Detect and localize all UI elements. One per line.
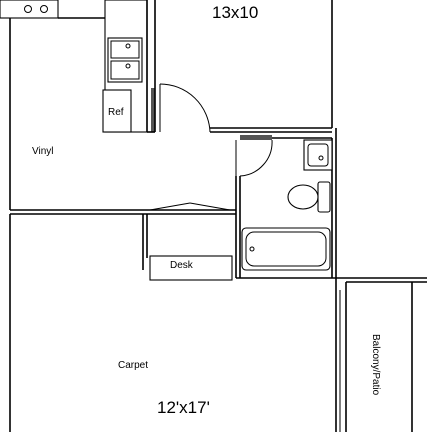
- toilet-bowl: [287, 184, 319, 210]
- refrigerator-label: Ref: [108, 107, 124, 118]
- sink-basin: [110, 60, 140, 80]
- closet-door-leaf: [189, 202, 231, 211]
- closet-door-leaf: [149, 202, 191, 211]
- burner: [24, 5, 32, 13]
- refrigerator: [102, 89, 132, 133]
- wall-hatch-bath: [240, 135, 272, 140]
- desk: [149, 255, 233, 281]
- living-floor-label: Carpet: [118, 360, 149, 371]
- kitchen-floor-label: Vinyl: [32, 146, 54, 157]
- desk-label: Desk: [170, 260, 193, 271]
- kitchen-sink: [107, 37, 143, 83]
- bathtub-inner: [245, 231, 327, 267]
- bath-sink-basin: [307, 143, 329, 167]
- door-swing-bath: [239, 139, 273, 177]
- burner: [40, 5, 48, 13]
- balcony-label: Balcony/Patio: [370, 334, 381, 396]
- bedroom-label: 13x10: [212, 3, 259, 22]
- toilet-tank: [317, 181, 331, 213]
- bathtub-drain: [249, 246, 255, 252]
- bathtub: [241, 227, 331, 271]
- faucet: [125, 63, 131, 69]
- bath-drain: [318, 155, 324, 161]
- living-label: 12'x17': [157, 398, 210, 417]
- sink-basin: [110, 40, 140, 59]
- stove-counter: [0, 0, 59, 19]
- wall-hatch: [151, 88, 155, 132]
- door-swing-bedroom: [159, 83, 211, 133]
- faucet: [125, 43, 131, 49]
